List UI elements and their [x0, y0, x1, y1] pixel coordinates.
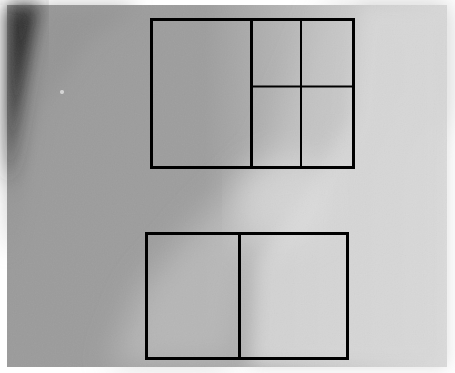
film-grain — [7, 5, 447, 367]
photo-area — [7, 5, 447, 367]
